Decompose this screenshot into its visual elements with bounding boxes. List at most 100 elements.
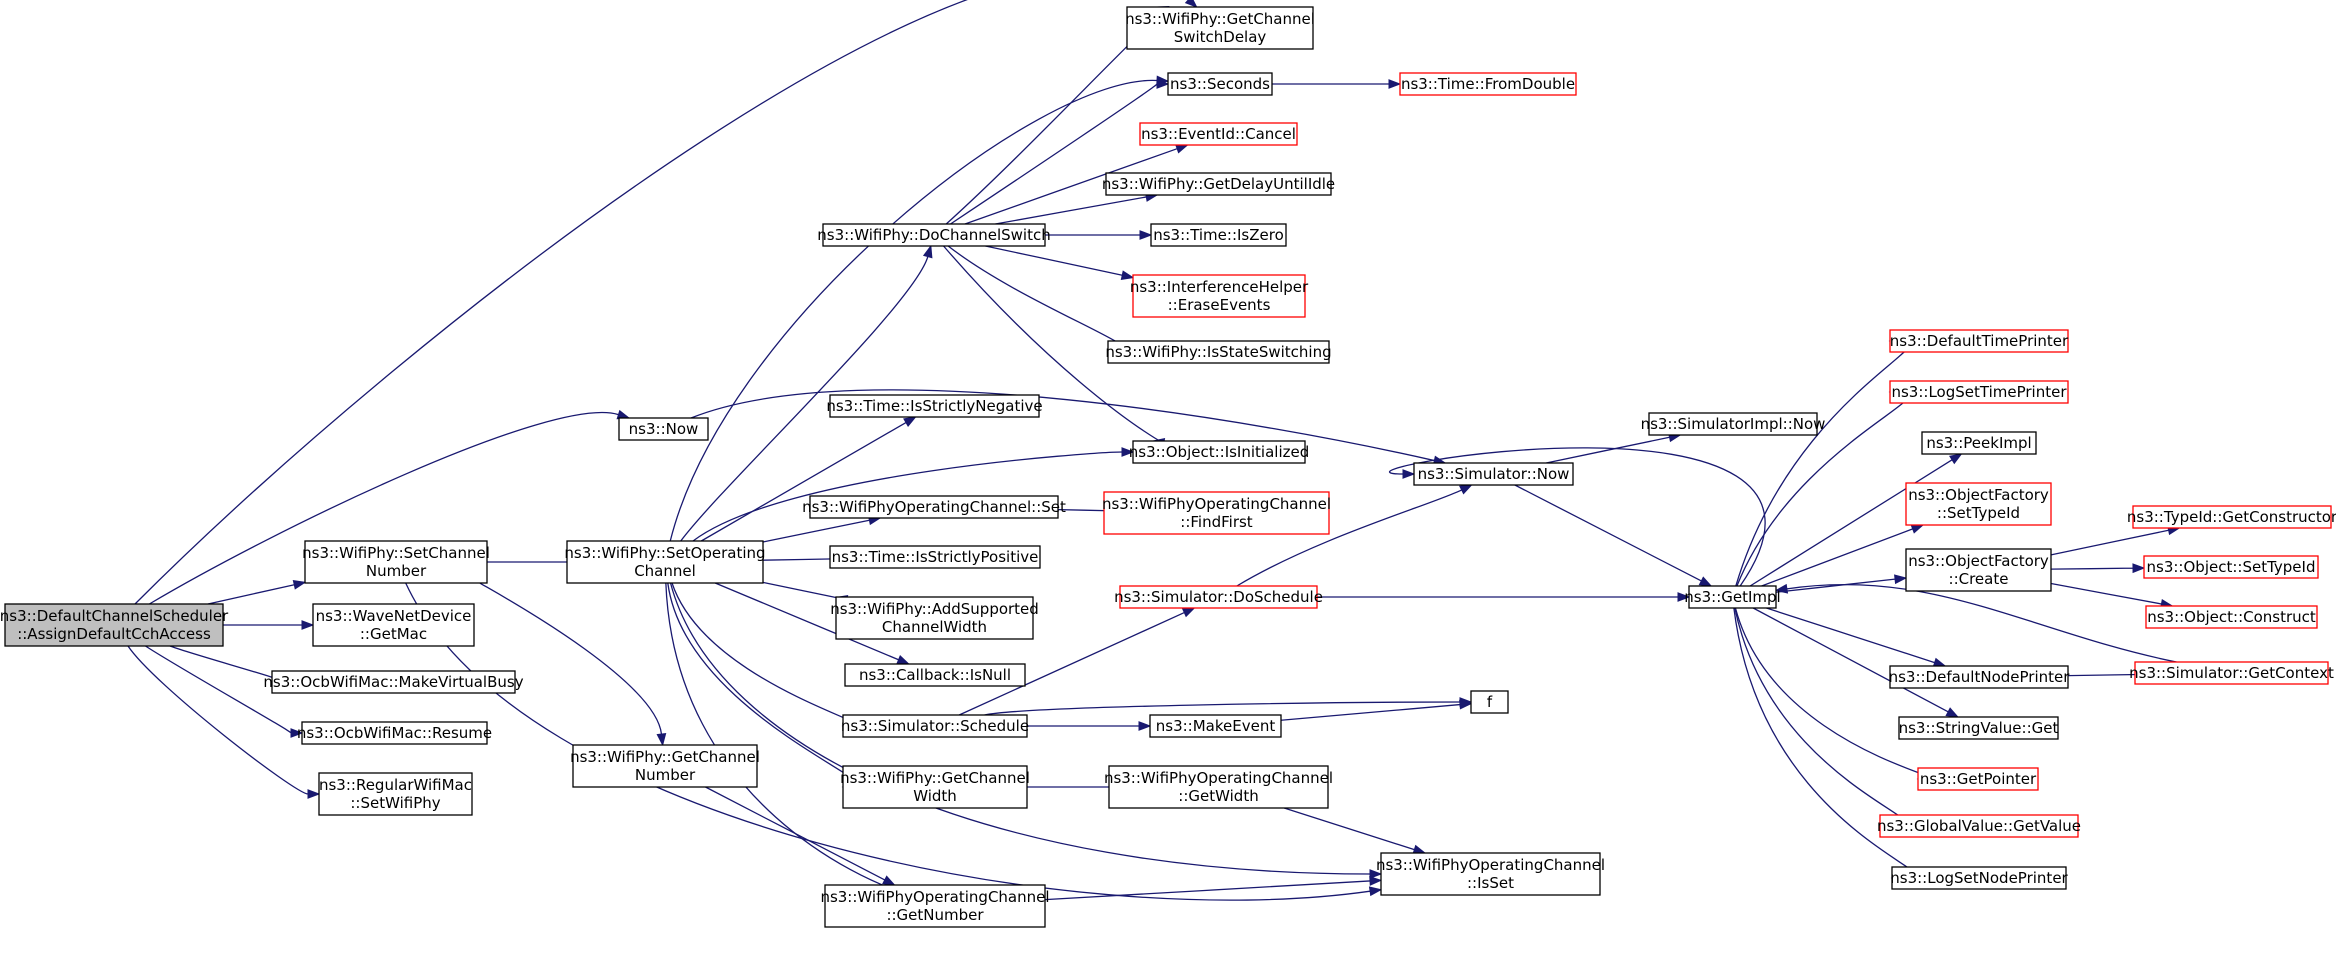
node-woc_set[interactable]: ns3::WifiPhyOperatingChannel::Set bbox=[802, 495, 1066, 519]
arrowhead-icon bbox=[1120, 270, 1135, 281]
call-edge-schedule-to-makeevent bbox=[1026, 721, 1152, 731]
call-edge-woc_getwidth-to-woc_isset bbox=[1283, 807, 1427, 855]
node-label: ::EraseEvents bbox=[1168, 296, 1271, 314]
edge-line bbox=[705, 786, 886, 881]
node-iszero[interactable]: ns3::Time::IsZero bbox=[1150, 223, 1287, 247]
call-edge-setopch-to-woc_set bbox=[762, 515, 882, 543]
node-isneg[interactable]: ns3::Time::IsStrictlyNegative bbox=[826, 394, 1043, 418]
node-label: ns3::Time::IsZero bbox=[1153, 226, 1284, 244]
node-obj_construct[interactable]: ns3::Object::Construct bbox=[2145, 605, 2318, 629]
arrowhead-icon bbox=[1368, 886, 1383, 897]
node-eventcancel[interactable]: ns3::EventId::Cancel bbox=[1139, 122, 1298, 146]
arrowhead-icon bbox=[903, 416, 917, 428]
node-box bbox=[1107, 340, 1330, 364]
node-typeid_getctor[interactable]: ns3::TypeId::GetConstructor bbox=[2127, 505, 2336, 529]
call-edge-now-to-simnow bbox=[690, 389, 1447, 466]
node-label: Channel bbox=[634, 562, 696, 580]
node-label: SwitchDelay bbox=[1174, 28, 1267, 46]
node-deftimeprinter[interactable]: ns3::DefaultTimePrinter bbox=[1889, 329, 2069, 353]
node-schedule[interactable]: ns3::Simulator::Schedule bbox=[841, 714, 1029, 738]
node-label: ns3::Simulator::GetContext bbox=[2129, 664, 2334, 682]
node-getdelayidle[interactable]: ns3::WifiPhy::GetDelayUntilIdle bbox=[1102, 172, 1335, 196]
node-box bbox=[842, 765, 1028, 809]
node-getimpl[interactable]: ns3::GetImpl bbox=[1684, 585, 1781, 609]
arrowhead-icon bbox=[1459, 484, 1473, 495]
node-makeevent[interactable]: ns3::MakeEvent bbox=[1149, 714, 1282, 738]
node-logsetnode[interactable]: ns3::LogSetNodePrinter bbox=[1890, 866, 2069, 890]
node-docs[interactable]: ns3::WifiPhy::DoChannelSwitch bbox=[817, 223, 1051, 247]
node-erase[interactable]: ns3::InterferenceHelper::EraseEvents bbox=[1130, 274, 1309, 318]
arrowhead-icon bbox=[1910, 524, 1925, 534]
call-edge-woc_getnum-to-woc_isset bbox=[1044, 876, 1383, 901]
node-of_settypeid[interactable]: ns3::ObjectFactory::SetTypeId bbox=[1905, 482, 2052, 526]
node-isnull[interactable]: ns3::Callback::IsNull bbox=[844, 663, 1026, 687]
node-peekimpl[interactable]: ns3::PeekImpl bbox=[1921, 431, 2037, 455]
node-seconds[interactable]: ns3::Seconds bbox=[1167, 72, 1273, 96]
node-globalvalueget[interactable]: ns3::GlobalValue::GetValue bbox=[1877, 814, 2081, 838]
node-box bbox=[1139, 122, 1298, 146]
node-sim_getcontext[interactable]: ns3::Simulator::GetContext bbox=[2129, 661, 2334, 685]
node-label: ns3::RegularWifiMac bbox=[319, 776, 472, 794]
call-edge-getimpl-to-simnow bbox=[1389, 447, 1766, 587]
call-edge-docs-to-seconds bbox=[950, 79, 1170, 225]
edge-line bbox=[2050, 582, 2162, 605]
node-isss[interactable]: ns3::WifiPhy::IsStateSwitching bbox=[1105, 340, 1332, 364]
node-defnodeprinter[interactable]: ns3::DefaultNodePrinter bbox=[1889, 665, 2071, 689]
node-simnow[interactable]: ns3::Simulator::Now bbox=[1413, 462, 1574, 486]
edge-line bbox=[943, 245, 1165, 444]
edge-line bbox=[690, 389, 1435, 462]
edge-line bbox=[984, 701, 1461, 716]
edge-line bbox=[145, 645, 292, 734]
node-label: ns3::WifiPhy::GetChannel bbox=[1125, 10, 1315, 28]
node-simimplnow[interactable]: ns3::SimulatorImpl::Now bbox=[1641, 412, 1826, 436]
node-setwifiphy[interactable]: ns3::RegularWifiMac::SetWifiPhy bbox=[318, 772, 473, 816]
node-of_create[interactable]: ns3::ObjectFactory::Create bbox=[1905, 548, 2052, 592]
node-dosched[interactable]: ns3::Simulator::DoSchedule bbox=[1114, 585, 1323, 609]
node-now[interactable]: ns3::Now bbox=[618, 417, 709, 441]
node-woc_getwidth[interactable]: ns3::WifiPhyOperatingChannel::GetWidth bbox=[1104, 765, 1333, 809]
node-makevirtualbusy[interactable]: ns3::OcbWifiMac::MakeVirtualBusy bbox=[263, 670, 524, 694]
node-woc_isset[interactable]: ns3::WifiPhyOperatingChannel::IsSet bbox=[1376, 852, 1605, 896]
node-resume[interactable]: ns3::OcbWifiMac::Resume bbox=[297, 721, 492, 745]
node-isinit[interactable]: ns3::Object::IsInitialized bbox=[1129, 440, 1309, 464]
node-woc_getnum[interactable]: ns3::WifiPhyOperatingChannel::GetNumber bbox=[820, 884, 1050, 928]
node-box bbox=[1648, 412, 1818, 436]
node-label: ns3::ObjectFactory bbox=[1908, 552, 2049, 570]
call-edge-setopch-to-isnull bbox=[714, 582, 911, 665]
call-edge-setopch-to-seconds bbox=[669, 75, 1170, 542]
node-findfirst[interactable]: ns3::WifiPhyOperatingChannel::FindFirst bbox=[1102, 491, 1331, 535]
node-fromdouble[interactable]: ns3::Time::FromDouble bbox=[1399, 72, 1577, 96]
call-edge-of_create-to-obj_construct bbox=[2050, 582, 2174, 609]
node-ispos[interactable]: ns3::Time::IsStrictlyPositive bbox=[829, 545, 1041, 569]
node-box bbox=[1879, 814, 2079, 838]
edge-line bbox=[1280, 703, 1461, 721]
arrowhead-icon bbox=[1156, 79, 1170, 89]
edge-line bbox=[985, 245, 1123, 276]
node-getpointer[interactable]: ns3::GetPointer bbox=[1917, 767, 2039, 791]
node-obj_settypeid[interactable]: ns3::Object::SetTypeId bbox=[2143, 555, 2319, 579]
node-box bbox=[2134, 661, 2329, 685]
node-box bbox=[1149, 714, 1282, 738]
node-box bbox=[1905, 482, 2052, 526]
node-logsettime[interactable]: ns3::LogSetTimePrinter bbox=[1889, 380, 2069, 404]
node-label: ns3::InterferenceHelper bbox=[1130, 278, 1309, 296]
node-box bbox=[1380, 852, 1601, 896]
node-wnd_getmac[interactable]: ns3::WaveNetDevice::GetMac bbox=[312, 603, 475, 647]
node-f[interactable]: f bbox=[1470, 690, 1509, 714]
node-box bbox=[301, 721, 488, 745]
edge-line bbox=[1283, 807, 1415, 851]
edge-line bbox=[1735, 340, 1911, 587]
node-box bbox=[1917, 767, 2039, 791]
node-stringvalueget[interactable]: ns3::StringValue::Get bbox=[1898, 716, 2059, 740]
arrowhead-icon bbox=[1459, 699, 1473, 710]
node-box bbox=[566, 540, 764, 584]
edge-line bbox=[700, 421, 907, 542]
edge-line bbox=[2050, 567, 2135, 570]
call-edge-getimpl-to-defnodeprinter bbox=[1766, 607, 1947, 668]
